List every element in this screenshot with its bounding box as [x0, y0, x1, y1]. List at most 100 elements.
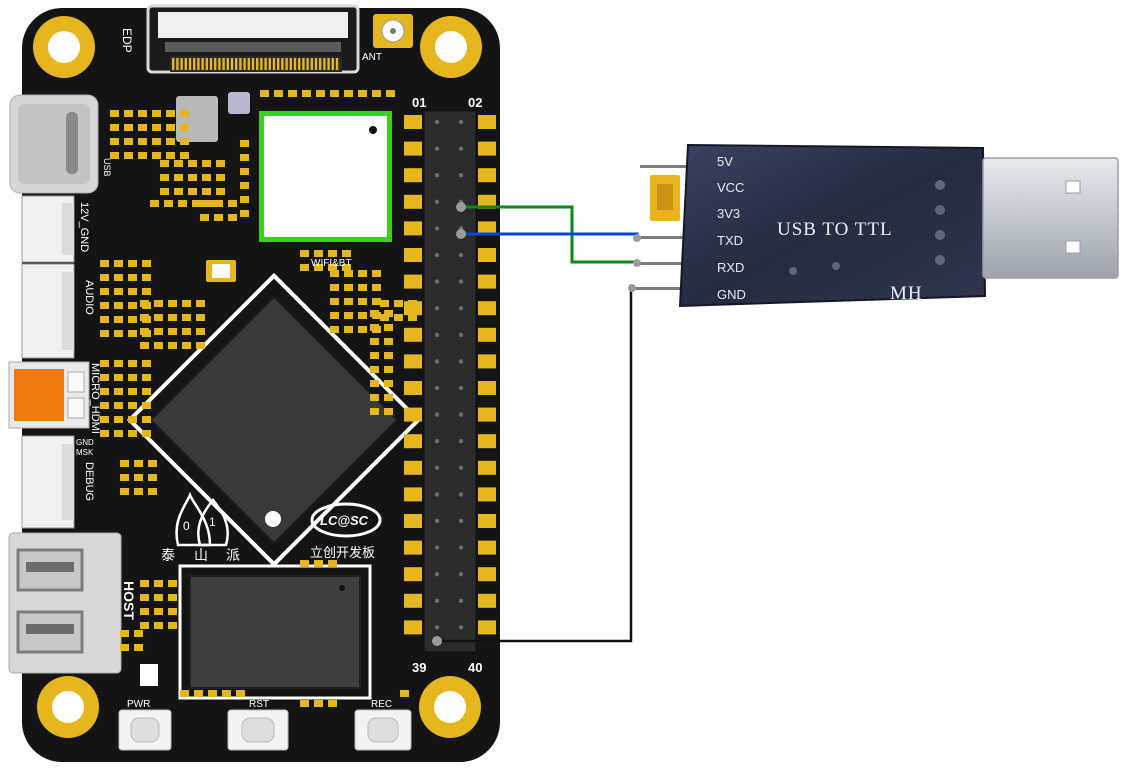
- fpc-pin: [306, 58, 309, 70]
- rec-button[interactable]: [354, 709, 412, 751]
- header-pad: [478, 274, 496, 289]
- led-lens: [212, 264, 230, 278]
- header-pad: [404, 593, 422, 608]
- smd-pad: [110, 152, 119, 159]
- smd-pad: [358, 312, 367, 319]
- pwr-button[interactable]: [118, 709, 172, 751]
- header-pad: [478, 381, 496, 395]
- header-pin-hole: [458, 252, 464, 258]
- smd-pad: [358, 270, 367, 277]
- header-pin-gnd: [632, 287, 690, 290]
- header-pin-hole: [434, 252, 440, 258]
- header-pin-hole: [458, 359, 464, 364]
- hdmi-label: MICRO_HDMI: [89, 363, 101, 434]
- smd-pad: [344, 90, 353, 97]
- header-pin-rxd: [636, 262, 690, 265]
- smd-pad: [178, 200, 187, 207]
- smd-pad: [188, 174, 197, 181]
- header-pad: [478, 301, 496, 316]
- smd-pad: [140, 300, 149, 307]
- smd-pad: [386, 90, 395, 97]
- header-pad: [404, 327, 422, 342]
- smd-pad: [196, 328, 205, 335]
- smd-pad: [166, 138, 175, 145]
- header-pad: [478, 141, 496, 156]
- header-pad: [478, 540, 496, 555]
- header-pad: [404, 514, 422, 528]
- smd-pad: [134, 488, 143, 495]
- smd-pad: [202, 174, 211, 181]
- smd-pad: [134, 460, 143, 467]
- header-pad: [478, 593, 496, 608]
- smd-pad: [372, 270, 381, 277]
- smd-pad: [274, 90, 283, 97]
- smd-pad: [168, 314, 177, 321]
- smd-pad: [196, 300, 205, 307]
- smd-pads: [100, 90, 417, 707]
- smd-pad: [134, 474, 143, 481]
- smd-pad: [114, 288, 123, 295]
- header-pin-hole: [434, 545, 440, 550]
- smd-pad: [300, 700, 309, 707]
- pin-label-40: 40: [468, 660, 482, 675]
- header-pad: [478, 194, 496, 209]
- smd-pad: [160, 188, 169, 195]
- rst-button[interactable]: [227, 709, 289, 751]
- smd-pad: [260, 90, 269, 97]
- header-pad: [404, 115, 422, 129]
- fpc-pin: [310, 58, 313, 70]
- wire-end-pin8: [456, 202, 466, 212]
- header-pin-5v: [640, 165, 690, 168]
- smd-pad: [168, 580, 177, 587]
- header-pad: [478, 407, 496, 422]
- smd-pad: [222, 690, 231, 697]
- gpio-header-pads: [404, 115, 496, 635]
- smd-pad: [154, 580, 163, 587]
- header-pin-hole: [458, 598, 464, 603]
- smd-pad: [140, 314, 149, 321]
- fpc-pin: [222, 58, 225, 70]
- header-pad: [478, 327, 496, 342]
- edp-fpc-pins: [172, 58, 339, 70]
- smd-pad: [128, 274, 137, 281]
- fpc-pin: [251, 58, 255, 70]
- smd-pad: [110, 110, 119, 117]
- header-pad: [404, 274, 422, 289]
- header-pad: [404, 168, 422, 183]
- module-title: USB TO TTL: [777, 219, 893, 240]
- smd-pad: [344, 326, 353, 333]
- gpio-header: [423, 110, 477, 653]
- smd-pad: [300, 250, 309, 257]
- smd-pad: [168, 342, 177, 349]
- header-pin-hole: [458, 572, 464, 577]
- smd-pad: [168, 328, 177, 335]
- header-pin-hole: [434, 439, 440, 444]
- smd-pad: [100, 288, 109, 295]
- header-pad: [404, 381, 422, 395]
- smd-pad: [174, 160, 183, 167]
- header-pin-hole: [458, 385, 464, 391]
- smd-pad: [128, 260, 137, 267]
- fpc-pin: [243, 58, 246, 70]
- header-pin-hole: [458, 173, 464, 178]
- smd-pad: [128, 374, 137, 381]
- smd-pad: [202, 188, 211, 195]
- fpc-pin: [180, 58, 183, 70]
- smd-pad: [370, 394, 379, 401]
- fpc-pin: [193, 58, 196, 70]
- taishan-char-2: 山: [194, 548, 208, 564]
- smd-pad: [288, 90, 297, 97]
- fpc-pin: [176, 58, 179, 70]
- pad: [935, 255, 945, 265]
- smd-pad: [344, 312, 353, 319]
- fpc-pin: [327, 58, 330, 70]
- smd-pad: [214, 214, 223, 221]
- pad: [935, 230, 945, 240]
- fpc-pin: [201, 58, 204, 70]
- fpc-pin: [298, 58, 301, 70]
- smd-pad: [166, 110, 175, 117]
- usb-host-port: [8, 532, 122, 674]
- smd-pad: [120, 630, 129, 637]
- header-pin-hole: [458, 465, 464, 470]
